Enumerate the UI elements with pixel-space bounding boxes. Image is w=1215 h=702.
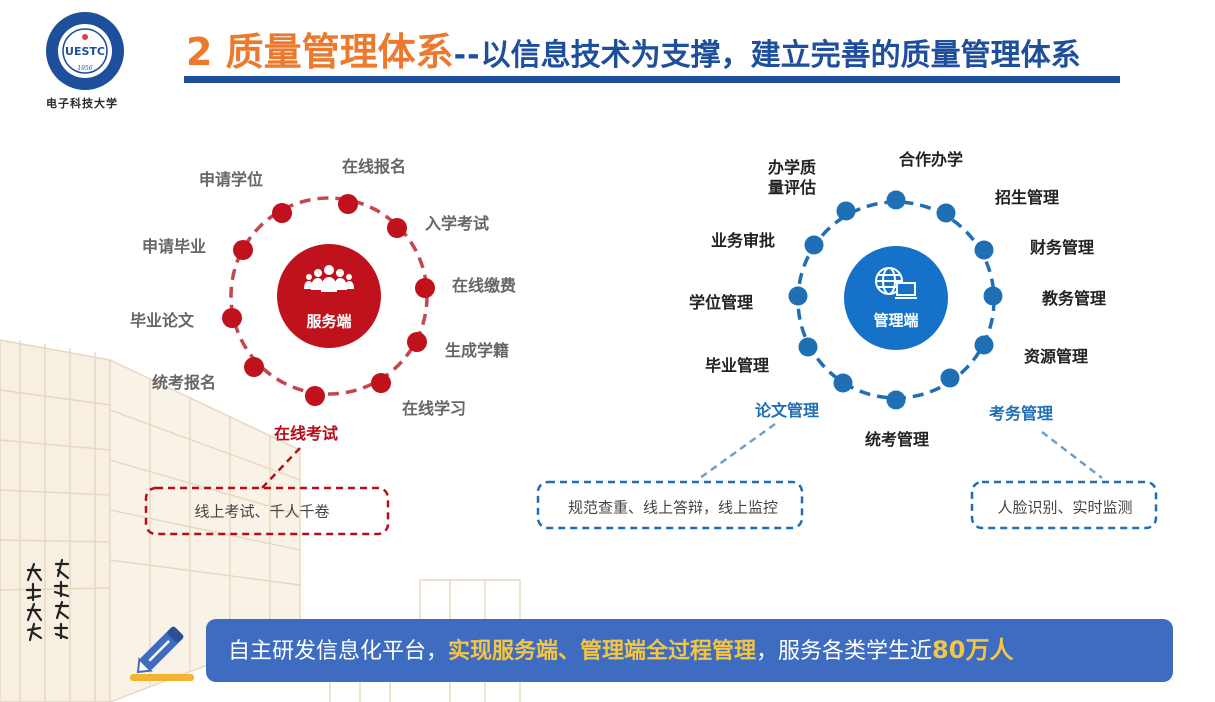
service-item-thesis: 毕业论文: [129, 311, 195, 330]
service-ring-dot-1: [387, 218, 407, 238]
page-title: 2 质量管理体系--以信息技术为支撑，建立完善的质量管理体系: [186, 26, 1081, 86]
management-ring-dot-7: [833, 373, 853, 393]
management-callout-left-connector: [699, 422, 776, 480]
service-item-online-exam: 在线考试: [273, 424, 339, 443]
university-name: 电子科技大学: [46, 97, 118, 110]
people-group-icon: [304, 265, 354, 292]
service-callout-box: [144, 486, 390, 536]
service-center: [277, 244, 381, 348]
banner-text-2: ，服务各类学生近: [756, 639, 933, 664]
management-item-unified-exam: 统考管理: [864, 430, 930, 449]
title-subtitle: 以信息技术为支撑，建立完善的质量管理体系: [480, 38, 1081, 73]
management-callout-right-text: 人脸识别、实时监测: [997, 498, 1133, 517]
service-item-apply-degree: 申请学位: [198, 170, 264, 189]
management-item-degree: 学位管理: [688, 293, 754, 312]
management-callout-left-box: [536, 480, 804, 530]
service-ring-dot-4: [371, 373, 391, 393]
service-ring-dots: [222, 194, 435, 406]
management-ring-dot-9: [788, 286, 808, 306]
management-callout-right-box: [970, 480, 1158, 530]
management-callout-left-text: 规范查重、线上答辩，线上监控: [567, 498, 779, 517]
summary-banner: 自主研发信息化平台，实现服务端、管理端全过程管理，服务各类学生近80万人: [206, 619, 1173, 682]
computer-globe-icon: [875, 267, 917, 299]
title-separator: --: [453, 38, 481, 73]
management-ring-dot-1: [936, 203, 956, 223]
management-ring-dot-0: [886, 190, 906, 210]
uestc-logo-icon: UESTC 1956: [46, 12, 124, 90]
management-item-cooperative-education: 合作办学: [898, 150, 964, 169]
service-callout-connector: [261, 447, 301, 489]
service-ring-dot-9: [272, 203, 292, 223]
management-callout-right-connector: [1041, 431, 1103, 479]
service-item-student-status: 生成学籍: [444, 341, 510, 360]
service-item-entrance-exam: 入学考试: [424, 214, 490, 233]
management-item-graduation: 毕业管理: [704, 356, 770, 375]
management-ring-dot-3: [983, 286, 1003, 306]
service-ring-dot-0: [338, 194, 358, 214]
management-item-quality-evaluation-line1: 办学质: [767, 158, 817, 177]
service-center-label: 服务端: [306, 312, 352, 331]
management-ring-dots: [788, 190, 1003, 410]
management-ring-dot-8: [798, 337, 818, 357]
title-underline: [184, 76, 1120, 83]
service-item-online-learning: 在线学习: [401, 399, 467, 418]
management-ring-dot-5: [940, 368, 960, 388]
service-ring-dot-7: [222, 308, 242, 328]
management-center-label: 管理端: [873, 311, 919, 330]
title-main: 2 质量管理体系: [186, 30, 454, 74]
management-item-resources: 资源管理: [1023, 347, 1089, 366]
logo-text: UESTC: [65, 45, 105, 58]
service-ring-dot-8: [233, 240, 253, 260]
management-item-academic-affairs: 教务管理: [1041, 289, 1107, 308]
management-item-exam-affairs: 考务管理: [988, 404, 1054, 423]
management-ring-dot-2: [974, 240, 994, 260]
management-item-quality-evaluation-line2: 量评估: [767, 178, 817, 197]
banner-highlight-2: 80万人: [932, 636, 1014, 664]
service-item-apply-graduation: 申请毕业: [141, 237, 207, 256]
service-item-online-registration: 在线报名: [341, 157, 407, 176]
management-item-enrollment: 招生管理: [994, 188, 1060, 207]
service-ring-dot-5: [305, 386, 325, 406]
service-ring-dot-2: [415, 278, 435, 298]
management-ring-dot-10: [804, 235, 824, 255]
service-item-online-payment: 在线缴费: [451, 276, 517, 295]
management-item-business-approval: 业务审批: [710, 231, 776, 250]
banner-highlight-1: 实现服务端、管理端全过程管理: [448, 639, 757, 664]
banner-text-1: 自主研发信息化平台，: [228, 639, 449, 664]
management-ring-dot-11: [836, 201, 856, 221]
service-ring-dot-3: [407, 332, 427, 352]
service-callout-text: 线上考试、千人千卷: [194, 502, 330, 521]
service-item-unified-exam-registration: 统考报名: [151, 373, 217, 392]
calligraphy-motto-icon: [25, 558, 70, 642]
management-ring-dot-6: [886, 390, 906, 410]
management-item-finance: 财务管理: [1029, 238, 1095, 257]
logo-year: 1956: [77, 65, 92, 72]
management-ring-dot-4: [974, 335, 994, 355]
service-ring-dot-6: [244, 357, 264, 377]
management-item-thesis: 论文管理: [754, 401, 820, 420]
pencil-icon: [130, 626, 194, 681]
